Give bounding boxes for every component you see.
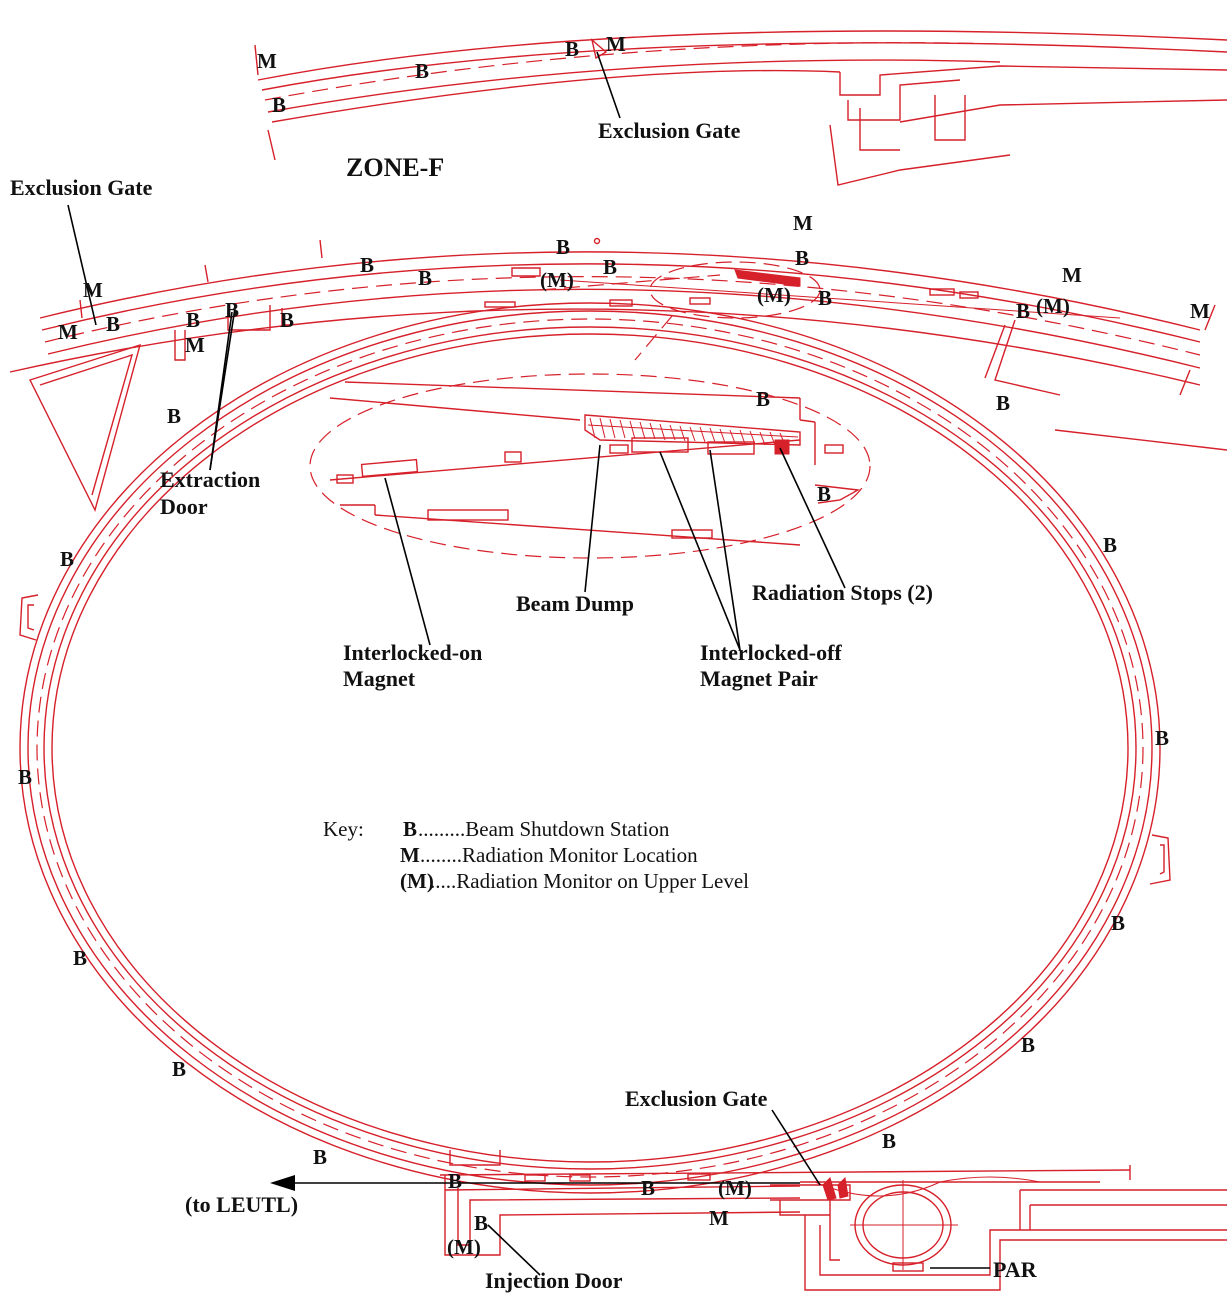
- b-marker: B: [186, 308, 200, 332]
- legend-text-b: .........Beam Shutdown Station: [418, 817, 670, 841]
- m-marker: M: [83, 278, 103, 302]
- upper-level-monitor-markers: (M) (M) (M) (M) (M): [447, 268, 1070, 1259]
- b-marker: B: [1103, 533, 1117, 557]
- b-marker: B: [280, 308, 294, 332]
- b-marker: B: [60, 547, 74, 571]
- m-upper-marker: (M): [447, 1235, 481, 1259]
- b-marker: B: [756, 387, 770, 411]
- legend-title: Key:: [323, 817, 364, 841]
- m-upper-marker: (M): [540, 268, 574, 292]
- b-marker: B: [603, 255, 617, 279]
- b-marker: B: [18, 765, 32, 789]
- m-upper-marker: (M): [1036, 294, 1070, 318]
- radiation-monitor-markers: M M M M M M M M M: [58, 32, 1210, 1230]
- b-marker: B: [73, 946, 87, 970]
- b-marker: B: [474, 1211, 488, 1235]
- legend: Key: B .........Beam Shutdown Station M …: [323, 817, 749, 893]
- beam-shutdown-markers: B B B B B B B B B B B B B B B B B B B B …: [18, 37, 1169, 1235]
- m-marker: M: [709, 1206, 729, 1230]
- m-upper-marker: (M): [718, 1176, 752, 1200]
- zoom-callout: [309, 261, 871, 559]
- exclusion-gate-bottom-label: Exclusion Gate: [625, 1086, 768, 1111]
- b-marker: B: [415, 59, 429, 83]
- legend-symbol-m-upper: (M): [400, 869, 434, 893]
- extraction-door-label-line2: Door: [160, 494, 208, 519]
- m-upper-marker: (M): [757, 283, 791, 307]
- zone-f-tunnel: [254, 30, 1227, 186]
- interlocked-off-label-line1: Interlocked-off: [700, 640, 842, 665]
- m-marker: M: [257, 49, 277, 73]
- b-marker: B: [818, 286, 832, 310]
- beam-dump-hatch: [587, 417, 799, 446]
- beam-dump-label: Beam Dump: [516, 591, 634, 616]
- leader-lines: [67, 51, 990, 1276]
- m-marker: M: [58, 320, 78, 344]
- exclusion-gate-top-label: Exclusion Gate: [598, 118, 741, 143]
- b-marker: B: [1111, 911, 1125, 935]
- top-corridor: [9, 237, 1227, 512]
- par-label: PAR: [993, 1257, 1038, 1282]
- b-marker: B: [641, 1176, 655, 1200]
- m-marker: M: [1062, 263, 1082, 287]
- interlocked-on-label-line1: Interlocked-on: [343, 640, 482, 665]
- m-marker: M: [1190, 299, 1210, 323]
- b-marker: B: [1155, 726, 1169, 750]
- m-marker: M: [793, 211, 813, 235]
- radiation-stops-label: Radiation Stops (2): [752, 580, 933, 605]
- b-marker: B: [795, 246, 809, 270]
- b-marker: B: [418, 266, 432, 290]
- b-marker: B: [167, 404, 181, 428]
- to-leutl-label: (to LEUTL): [185, 1192, 298, 1217]
- zone-f-label: ZONE-F: [346, 153, 444, 182]
- injection-region: [439, 1165, 1227, 1291]
- extraction-detail: [329, 381, 861, 546]
- legend-text-m-upper: .....Radiation Monitor on Upper Level: [430, 869, 749, 893]
- b-marker: B: [1016, 299, 1030, 323]
- legend-symbol-m: M: [400, 843, 420, 867]
- interlocked-on-label-line2: Magnet: [343, 666, 416, 691]
- b-marker: B: [996, 391, 1010, 415]
- legend-text-m: ........Radiation Monitor Location: [420, 843, 698, 867]
- extraction-door-label-line1: Extraction: [160, 467, 260, 492]
- b-marker: B: [1021, 1033, 1035, 1057]
- b-marker: B: [556, 235, 570, 259]
- m-marker: M: [606, 32, 626, 56]
- b-marker: B: [272, 93, 286, 117]
- b-marker: B: [172, 1057, 186, 1081]
- ring-wall-details: [19, 594, 1171, 1166]
- b-marker: B: [882, 1129, 896, 1153]
- storage-ring: [19, 302, 1161, 1194]
- b-marker: B: [360, 253, 374, 277]
- interlocked-off-label-line2: Magnet Pair: [700, 666, 818, 691]
- b-marker: B: [225, 298, 239, 322]
- b-marker: B: [817, 482, 831, 506]
- b-marker: B: [448, 1169, 462, 1193]
- labels: ZONE-F Exclusion Gate Exclusion Gate Ext…: [10, 118, 1038, 1293]
- b-marker: B: [106, 312, 120, 336]
- b-marker: B: [565, 37, 579, 61]
- b-marker: B: [313, 1145, 327, 1169]
- injection-door-label: Injection Door: [485, 1268, 623, 1293]
- exclusion-gate-left-label: Exclusion Gate: [10, 175, 153, 200]
- m-marker: M: [185, 333, 205, 357]
- legend-symbol-b: B: [403, 817, 417, 841]
